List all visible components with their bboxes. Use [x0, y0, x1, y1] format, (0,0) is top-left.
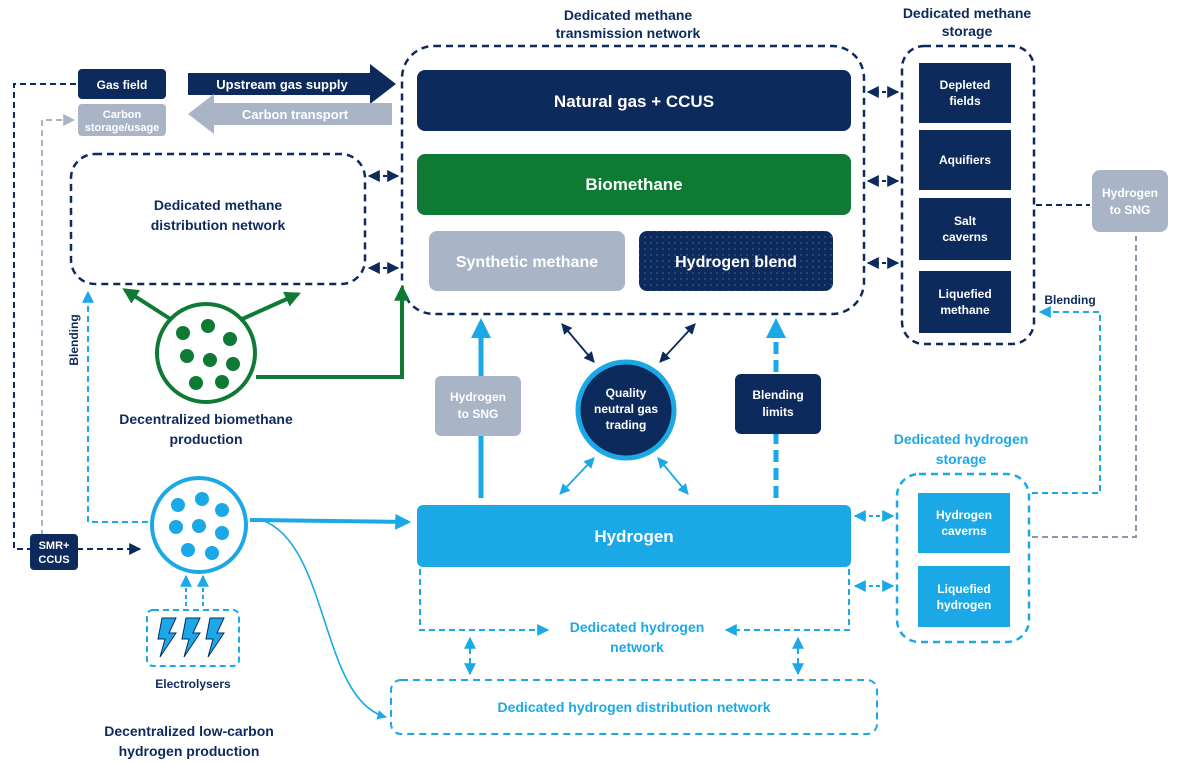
- blending-limits-label-2: limits: [762, 405, 794, 419]
- quality-trading-arrows: [559, 323, 696, 495]
- upstream-gas-supply-arrow[interactable]: Upstream gas supply: [188, 64, 396, 104]
- hydrogen-caverns-box[interactable]: Hydrogen caverns: [918, 493, 1010, 553]
- right-h2-sng-label-1: Hydrogen: [1102, 186, 1158, 200]
- h2-production-label-2: hydrogen production: [119, 743, 260, 759]
- carbon-transport-label: Carbon transport: [242, 107, 349, 122]
- distribution-transmission-arrows: [367, 170, 400, 274]
- smr-ccus-box[interactable]: SMR+ CCUS: [30, 534, 78, 570]
- storage-title-line1: Dedicated methane: [903, 5, 1032, 21]
- liq-h2-label-2: hydrogen: [937, 598, 992, 612]
- natural-gas-ccus-label: Natural gas + CCUS: [554, 92, 714, 111]
- h2-network-label-2: network: [610, 639, 664, 655]
- carbon-storage-label-2: storage/usage: [85, 122, 160, 134]
- liquefied-methane-label-2: methane: [940, 303, 990, 317]
- blending-right-label: Blending: [1044, 293, 1095, 307]
- aquifiers-label: Aquifiers: [939, 153, 991, 167]
- blending-limits-box[interactable]: Blending limits: [735, 374, 821, 434]
- synthetic-methane-label: Synthetic methane: [456, 254, 598, 271]
- carbon-storage-label-1: Carbon: [103, 109, 142, 121]
- liquefied-hydrogen-box[interactable]: Liquefied hydrogen: [918, 566, 1010, 627]
- depleted-fields-label-2: fields: [949, 94, 981, 108]
- natural-gas-ccus-box[interactable]: Natural gas + CCUS: [417, 70, 851, 131]
- biomethane-box[interactable]: Biomethane: [417, 154, 851, 215]
- hydrogen-label: Hydrogen: [594, 527, 673, 546]
- gas-field-label: Gas field: [97, 78, 148, 92]
- h2-caverns-label-2: caverns: [941, 524, 987, 538]
- hydrogen-distribution-network: [390, 679, 878, 735]
- salt-caverns-label-1: Salt: [954, 214, 976, 228]
- salt-caverns-box[interactable]: Salt caverns: [919, 198, 1011, 260]
- transmission-title-line2: transmission network: [556, 25, 701, 41]
- biomethane-production-label-2: production: [169, 431, 242, 447]
- liq-h2-label-1: Liquefied: [937, 582, 990, 596]
- h2-storage-title-2: storage: [936, 451, 987, 467]
- blending-right-link: [1032, 306, 1101, 494]
- smr-label-2: CCUS: [38, 554, 69, 566]
- methane-distribution-network: [69, 152, 367, 286]
- hydrogen-box[interactable]: Hydrogen: [417, 505, 851, 567]
- salt-caverns-label-2: caverns: [942, 230, 988, 244]
- h2-caverns-label-1: Hydrogen: [936, 508, 992, 522]
- quality-label-1: Quality: [606, 386, 647, 400]
- carbon-transport-arrow[interactable]: Carbon transport: [188, 94, 392, 134]
- hydrogen-blend-label: Hydrogen blend: [675, 254, 797, 271]
- hydrogen-storage-container: [895, 472, 1031, 644]
- storage-transmission-arrows: [866, 86, 900, 269]
- carbon-storage-box[interactable]: Carbon storage/usage: [78, 104, 166, 136]
- h2-production-to-hydrogen-arrow: [249, 513, 412, 530]
- h2-production-to-distribution-curve: [261, 519, 387, 720]
- blending-left-label: Blending: [67, 314, 81, 365]
- distribution-label-1: Dedicated methane: [154, 197, 283, 213]
- biomethane-to-transmission-arrow: [256, 284, 410, 379]
- aquifiers-box[interactable]: Aquifiers: [919, 130, 1011, 190]
- smr-to-carbon-storage-line: [41, 114, 76, 536]
- liquefied-methane-label-1: Liquefied: [938, 287, 991, 301]
- quality-label-2: neutral gas: [594, 402, 658, 416]
- blending-limits-label-1: Blending: [752, 388, 803, 402]
- storage-to-sng-grey-link: [1032, 236, 1137, 538]
- gas-field-box[interactable]: Gas field: [78, 69, 166, 99]
- right-h2-sng-label-2: to SNG: [1110, 203, 1151, 217]
- biomethane-production-label-1: Decentralized biomethane: [119, 411, 293, 427]
- storage-title-line2: storage: [942, 23, 993, 39]
- biomethane-production-icon[interactable]: [155, 302, 257, 404]
- synthetic-methane-box[interactable]: Synthetic methane: [429, 231, 625, 291]
- hydrogen-network-lines: [419, 569, 850, 676]
- methane-storage-container: [900, 44, 1036, 346]
- h2-storage-title-1: Dedicated hydrogen: [894, 431, 1029, 447]
- biomethane-label: Biomethane: [585, 175, 682, 194]
- h2-distribution-label: Dedicated hydrogen distribution network: [497, 699, 770, 715]
- blending-left-line: [82, 290, 148, 523]
- middle-h2-sng-label-1: Hydrogen: [450, 390, 506, 404]
- transmission-title-line1: Dedicated methane: [564, 7, 693, 23]
- lightning-icon: [157, 617, 225, 658]
- liquefied-methane-box[interactable]: Liquefied methane: [919, 271, 1011, 333]
- quality-neutral-gas-trading[interactable]: Quality neutral gas trading: [575, 359, 677, 461]
- smr-label-1: SMR+: [39, 540, 70, 552]
- electrolysers-container: [146, 609, 240, 667]
- electrolysers-to-h2-arrows: [180, 574, 209, 606]
- methane-transmission-network: [400, 44, 866, 316]
- biomethane-to-distribution-arrow-left: [122, 288, 174, 322]
- middle-hydrogen-to-sng-box[interactable]: Hydrogen to SNG: [435, 376, 521, 436]
- hydrogen-blend-box[interactable]: Hydrogen blend: [639, 231, 833, 291]
- upstream-gas-supply-label: Upstream gas supply: [216, 77, 348, 92]
- hydrogen-production-icon[interactable]: [150, 476, 248, 574]
- depleted-fields-label-1: Depleted: [940, 78, 991, 92]
- biomethane-to-distribution-arrow-right: [239, 291, 301, 322]
- depleted-fields-box[interactable]: Depleted fields: [919, 63, 1011, 123]
- quality-label-3: trading: [606, 418, 647, 432]
- right-hydrogen-to-sng-box[interactable]: Hydrogen to SNG: [1092, 170, 1168, 232]
- distribution-label-2: distribution network: [151, 217, 286, 233]
- middle-h2-sng-label-2: to SNG: [458, 407, 499, 421]
- hydrogen-storage-arrows: [853, 510, 895, 592]
- h2-network-label-1: Dedicated hydrogen: [570, 619, 705, 635]
- electrolysers-label: Electrolysers: [155, 677, 231, 691]
- h2-production-label-1: Decentralized low-carbon: [104, 723, 274, 739]
